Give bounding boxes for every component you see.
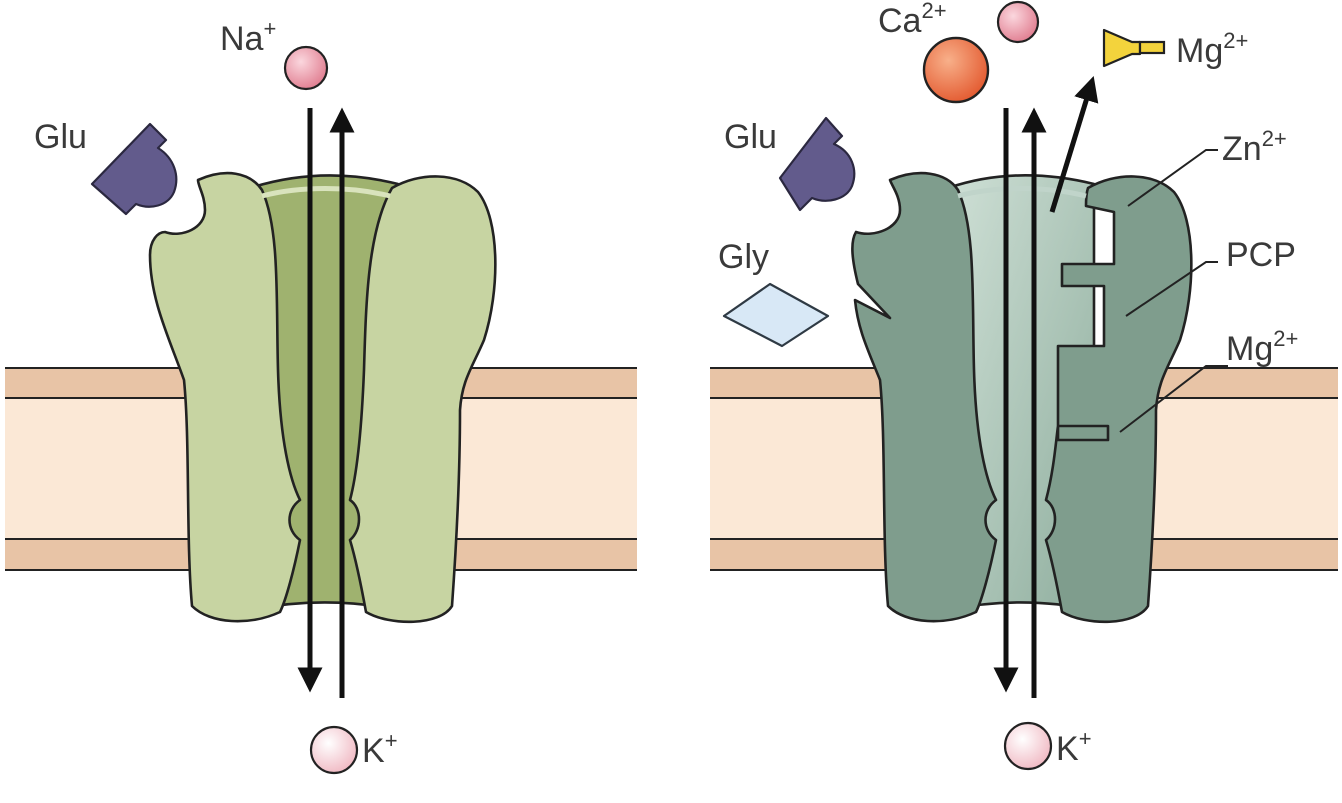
na-ion-right xyxy=(996,0,1040,44)
mg-site-leader-line xyxy=(1119,365,1228,433)
glu-label-right: Glu xyxy=(724,118,777,156)
pcp-leader-line xyxy=(1125,261,1218,317)
gly-ligand xyxy=(722,282,830,348)
glu-ligand-left xyxy=(90,122,178,216)
ampa-subunit-left xyxy=(148,171,302,623)
ampa-receptor xyxy=(148,171,497,624)
nmda-subunit-left xyxy=(851,171,998,623)
zn-leader-line xyxy=(1127,149,1218,207)
zn-label: Zn2+ xyxy=(1222,126,1287,168)
ampa-subunit-right xyxy=(348,175,497,624)
gly-label: Gly xyxy=(718,238,769,276)
ca-label: Ca2+ xyxy=(878,0,947,40)
mg-site-label: Mg2+ xyxy=(1226,326,1298,368)
mg-blocker-icon xyxy=(1102,28,1166,68)
pcp-label: PCP xyxy=(1226,236,1296,274)
k-label-right: K+ xyxy=(1056,726,1092,768)
mg-exit-arrow xyxy=(1049,76,1099,213)
nmda-subunit-right xyxy=(1044,175,1193,624)
mg-top-label: Mg2+ xyxy=(1176,28,1248,70)
glu-label-left: Glu xyxy=(34,118,87,156)
k-ion-left xyxy=(309,725,359,775)
na-ion xyxy=(283,45,329,91)
na-label: Na+ xyxy=(220,16,276,58)
ca-ion xyxy=(922,36,990,104)
k-ion-right xyxy=(1003,721,1053,771)
glu-ligand-right xyxy=(778,116,856,212)
nmda-receptor xyxy=(851,171,1193,624)
k-label-left: K+ xyxy=(362,728,398,770)
